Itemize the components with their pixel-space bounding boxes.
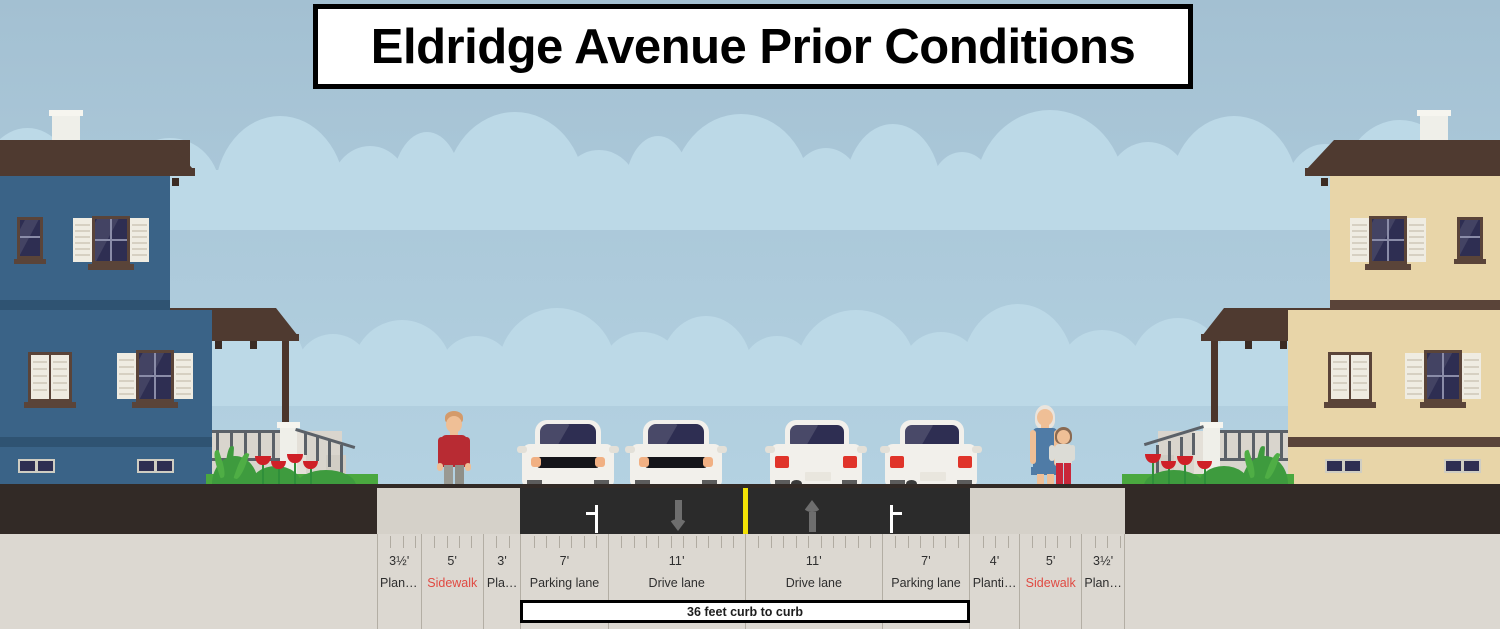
foot-ticks — [609, 536, 745, 550]
left-porch-post — [282, 341, 289, 447]
foot-ticks — [484, 536, 520, 550]
dimension-zone-2: 5' Sidewalk — [420, 534, 483, 629]
title-box: Eldridge Avenue Prior Conditions — [313, 4, 1193, 89]
zone-name: Pla… — [486, 576, 518, 590]
dimension-zone-7: 7' Parking lane — [881, 534, 969, 629]
zone-name: Drive lane — [785, 576, 842, 590]
zone-dimension: 7' — [921, 554, 931, 568]
zone-name: Planti… — [972, 576, 1017, 590]
center-line — [743, 488, 748, 534]
dimension-zone-9: 5' Sidewalk — [1019, 534, 1081, 629]
cloud-band-upper — [0, 110, 1500, 230]
zone-dimension: 3½' — [1092, 554, 1114, 568]
foot-ticks — [970, 536, 1019, 550]
zone-name: Plant… — [1084, 576, 1124, 590]
right-sidewalk-surface — [970, 488, 1125, 534]
foot-ticks — [746, 536, 882, 550]
dimension-zone-1: 3½' Plant… — [377, 534, 421, 629]
dimension-zone-3: 3' Pla… — [482, 534, 520, 629]
right-chimney — [1420, 113, 1448, 145]
zone-dimension: 7' — [559, 554, 570, 568]
page-title: Eldridge Avenue Prior Conditions — [370, 19, 1136, 74]
zone-dimension: 5' — [447, 554, 458, 568]
dimension-zone-10: 3½' Plant… — [1081, 534, 1125, 629]
foot-ticks — [1082, 536, 1124, 550]
zone-dimension: 11' — [668, 554, 685, 568]
foot-ticks — [1020, 536, 1081, 550]
dimension-zone-8: 4' Planti… — [969, 534, 1019, 629]
dimension-zone-6: 11' Drive lane — [744, 534, 882, 629]
parking-lane-line-right — [890, 505, 893, 533]
left-porch-railing — [212, 430, 284, 433]
zone-dimension: 5' — [1045, 554, 1056, 568]
foot-ticks — [521, 536, 607, 550]
zone-name: Parking lane — [891, 576, 961, 590]
foot-ticks — [378, 536, 421, 550]
zone-name: Plant… — [380, 576, 421, 590]
zone-name: Sidewalk — [1025, 576, 1076, 590]
curb-to-curb-banner: 36 feet curb to curb — [520, 600, 970, 623]
foot-ticks — [422, 536, 483, 550]
dimension-zone-4: 7' Parking lane — [520, 534, 607, 629]
right-porch-post — [1211, 341, 1218, 447]
right-upper-roof — [1306, 140, 1500, 170]
zone-dimension: 3' — [497, 554, 508, 568]
right-flower — [1177, 456, 1193, 465]
car-taillight — [775, 456, 789, 468]
car-grille — [537, 457, 599, 468]
left-flower — [255, 456, 271, 465]
zone-name: Parking lane — [529, 576, 600, 590]
zone-dimension: 4' — [989, 554, 1000, 568]
curb-to-curb-label: 36 feet curb to curb — [687, 604, 803, 619]
left-chimney — [52, 113, 80, 145]
zone-name: Drive lane — [648, 576, 705, 590]
parking-lane-line-left — [595, 505, 598, 533]
dimension-zone-5: 11' Drive lane — [607, 534, 745, 629]
zone-name: Sidewalk — [427, 576, 478, 590]
zone-dimension: 11' — [805, 554, 822, 568]
left-sidewalk-surface — [377, 488, 520, 534]
zone-dimension: 3½' — [389, 554, 410, 568]
foot-ticks — [883, 536, 969, 550]
